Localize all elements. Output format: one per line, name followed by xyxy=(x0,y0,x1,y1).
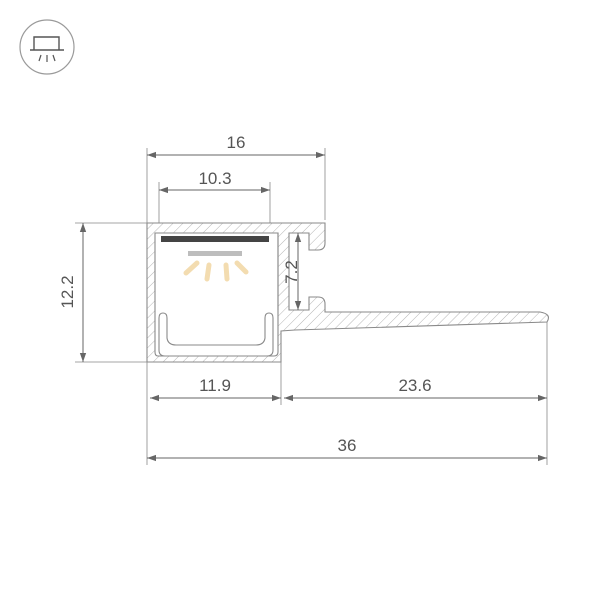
dim-flange-width: 23.6 xyxy=(398,376,431,395)
dim-height: 12.2 xyxy=(58,275,77,308)
dim-slot-height: 7.2 xyxy=(282,260,301,284)
led-strip xyxy=(161,236,269,282)
dim-overall-top-width: 16 xyxy=(227,133,246,152)
aluminum-profile xyxy=(146,222,549,363)
dim-total-width: 36 xyxy=(338,436,357,455)
ceiling-light-icon xyxy=(19,19,75,75)
dimension-lines xyxy=(79,151,547,462)
dim-inner-channel-width: 10.3 xyxy=(198,169,231,188)
dim-base-channel-width: 11.9 xyxy=(199,376,231,395)
diffuser-lens xyxy=(158,312,274,357)
extension-lines xyxy=(75,148,548,465)
